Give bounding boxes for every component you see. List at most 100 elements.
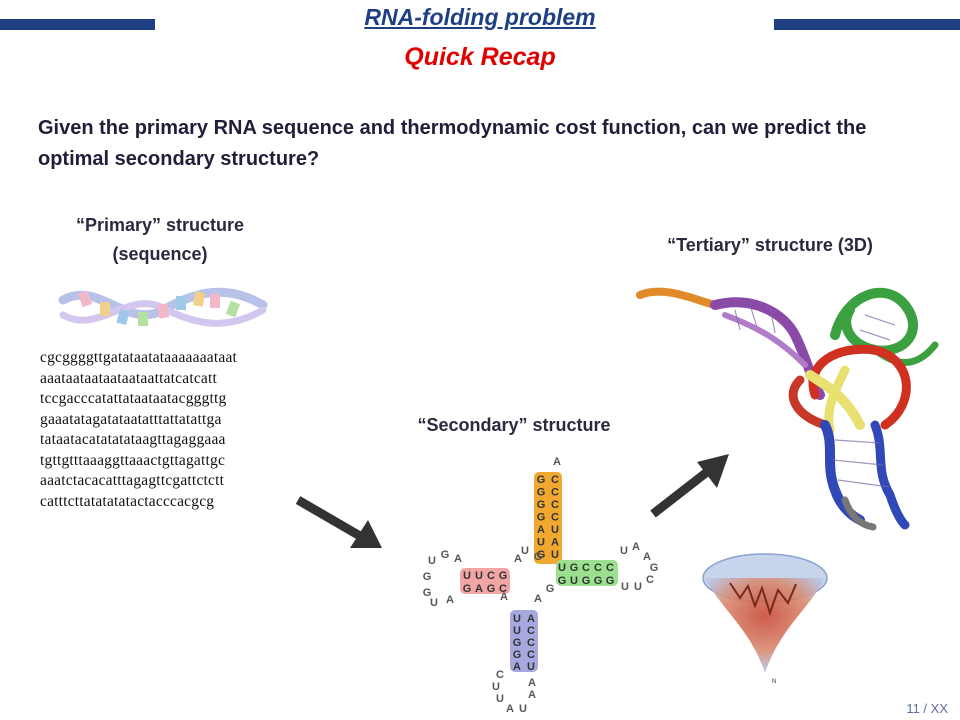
t-arm-box xyxy=(556,560,618,586)
acceptor-stem-box xyxy=(534,472,562,564)
arrow-secondary-to-tertiary xyxy=(650,454,729,518)
nucleotide-label: G xyxy=(537,474,546,486)
nucleotide-label: U xyxy=(551,549,559,561)
nucleotide-label: C xyxy=(551,512,559,524)
sequence-line: tgttgtttaaaggttaaactgttagattgc xyxy=(40,451,226,469)
nucleotide-label: U xyxy=(570,575,578,587)
nucleotide-label: U xyxy=(537,537,545,549)
header-bar-left xyxy=(0,19,155,30)
nucleotide-label: C xyxy=(594,562,602,574)
nucleotide-label: C xyxy=(551,499,559,511)
d-loop-nucleotide: G xyxy=(441,549,450,561)
slide-title: RNA-folding problem xyxy=(364,4,596,30)
nucleotide-label: C xyxy=(551,487,559,499)
nucleotide-label: U xyxy=(463,570,471,582)
sequence-line: aaataataataataataattatcatcatt xyxy=(40,369,218,387)
primary-label-line1: “Primary” structure xyxy=(75,215,245,235)
nucleotide-label: C xyxy=(527,649,535,661)
nucleotide-label: G xyxy=(558,575,567,587)
sequence-line: tccgacccatattataataatacgggttg xyxy=(40,390,227,407)
d-loop-nucleotide: G xyxy=(423,587,432,599)
nucleotide-label: G xyxy=(582,575,591,587)
nucleotide-label: A xyxy=(527,613,535,625)
sequence-line: catttcttatatatatactacccacgcg xyxy=(40,492,215,510)
primary-structure-label: “Primary” structure (sequence) xyxy=(40,211,280,269)
nucleotide-label: C xyxy=(606,562,614,574)
header-bar-right xyxy=(774,19,960,30)
sequence-line: aaatctacacatttagagttcgattctctt xyxy=(40,472,225,489)
nucleotide-label: G xyxy=(537,549,546,561)
nucleotide-label: U xyxy=(558,562,566,574)
t-loop-nucleotide: C xyxy=(646,574,654,586)
t-loop-nucleotide: U xyxy=(621,581,629,593)
junction-nucleotide: A xyxy=(514,553,522,565)
page-number: 11 / XX xyxy=(906,701,948,716)
anticodon-stem-box xyxy=(510,610,538,672)
anticodon-loop-nucleotide: U xyxy=(496,693,504,705)
t-loop-nucleotide: A xyxy=(643,551,651,563)
nucleotide-label: G xyxy=(513,649,522,661)
sequence-line: gaaatatagatataatatttattatattga xyxy=(40,410,222,428)
d-arm-box xyxy=(460,568,510,594)
nucleotide-label: G xyxy=(570,562,579,574)
slide-subtitle: Quick Recap xyxy=(404,43,556,71)
nucleotide-label: C xyxy=(527,637,535,649)
nucleotide-label: G xyxy=(499,570,508,582)
nucleotide-label: U xyxy=(475,570,483,582)
d-loop-nucleotide: A xyxy=(454,553,462,565)
dna-helix-illustration xyxy=(58,287,268,327)
nucleotide-label: G xyxy=(606,575,615,587)
primary-sequence: cgcggggttgatataatataaaaaaataat aaataataa… xyxy=(40,348,237,512)
secondary-structure-label: “Secondary” structure xyxy=(417,415,611,435)
question-text: Given the primary RNA sequence and therm… xyxy=(38,117,867,170)
junction-nucleotide: A xyxy=(534,593,542,605)
nucleotide-label: U xyxy=(513,625,521,637)
nucleotide-label: G xyxy=(487,583,496,595)
nucleotide-label: U xyxy=(527,661,535,673)
nucleotide-label: G xyxy=(513,637,522,649)
nucleotide-label: A xyxy=(475,583,483,595)
d-loop-nucleotide: U xyxy=(430,597,438,609)
junction-nucleotide: A xyxy=(500,591,508,603)
sequence-line: tataatacatatatataagttagaggaaa xyxy=(40,431,226,448)
sequence-line: cgcggggttgatataatataaaaaaataat xyxy=(40,349,238,366)
nucleotide-label: G xyxy=(463,583,472,595)
anticodon-loop-nucleotide: A xyxy=(528,677,536,689)
t-loop-nucleotide: U xyxy=(634,581,642,593)
nucleotide-label: G xyxy=(537,512,546,524)
primary-label-line2: (sequence) xyxy=(112,244,208,264)
nucleotide-label: G xyxy=(537,499,546,511)
nucleotide-label: C xyxy=(487,570,495,582)
nucleotide-label: U xyxy=(551,524,559,536)
anticodon-loop-nucleotide: A xyxy=(506,703,514,715)
nucleotide-label: C xyxy=(551,474,559,486)
junction-nucleotide: G xyxy=(546,583,555,595)
anticodon-loop-nucleotide: A xyxy=(528,689,536,701)
t-loop-nucleotide: G xyxy=(650,562,659,574)
tertiary-structure-illustration xyxy=(636,287,939,531)
nucleotide-label: C xyxy=(499,583,507,595)
nucleotide-label: C xyxy=(582,562,590,574)
junction-nucleotide: U xyxy=(521,545,529,557)
nucleotide-label: G xyxy=(537,487,546,499)
energy-landscape-illustration: N xyxy=(702,553,828,685)
anticodon-loop-nucleotide: U xyxy=(519,703,527,715)
nucleotide-label: U xyxy=(513,613,521,625)
d-loop-nucleotide: U xyxy=(428,555,436,567)
t-loop-nucleotide: A xyxy=(632,541,640,553)
acceptor-tail-label: A xyxy=(553,456,561,468)
nucleotide-label: G xyxy=(594,575,603,587)
junction-nucleotide: G xyxy=(534,551,543,563)
nucleotide-label: A xyxy=(537,524,545,536)
anticodon-loop-nucleotide: C xyxy=(496,669,504,681)
tertiary-structure-label: “Tertiary” structure (3D) xyxy=(667,235,873,255)
arrow-primary-to-secondary xyxy=(295,496,382,548)
nucleotide-label: A xyxy=(513,661,521,673)
nucleotide-label: C xyxy=(527,625,535,637)
anticodon-loop-nucleotide: U xyxy=(492,681,500,693)
t-loop-nucleotide: U xyxy=(620,545,628,557)
nucleotide-label: A xyxy=(551,537,559,549)
d-loop-nucleotide: A xyxy=(446,594,454,606)
d-loop-nucleotide: G xyxy=(423,571,432,583)
